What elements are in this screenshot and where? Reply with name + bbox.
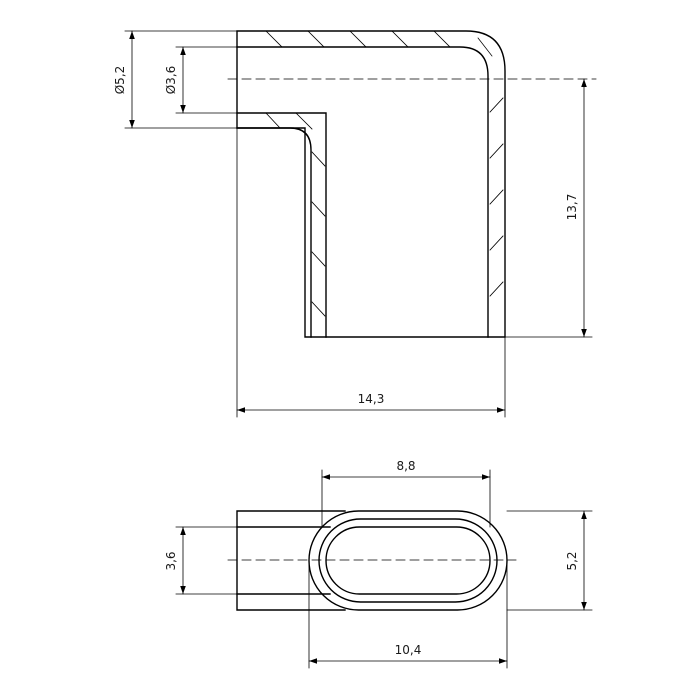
dim-outer-diameter: Ø5,2 (113, 30, 238, 129)
side-view-leg-wall (236, 112, 327, 338)
dim-slot-length: 8,8 (321, 459, 491, 528)
dim-inner-width-label: 3,6 (164, 551, 178, 570)
top-view: 8,8 3,6 5,2 10,4 (164, 459, 593, 669)
dim-length-label: 14,3 (358, 392, 385, 406)
side-view-bore-line (236, 46, 489, 338)
side-view-hatching (265, 30, 504, 317)
side-view-outline (236, 30, 506, 338)
top-view-body (236, 510, 346, 611)
top-view-middle-slot (318, 518, 498, 603)
dim-inner-diameter-label: Ø3,6 (164, 66, 178, 95)
side-view-bend-line (236, 127, 312, 338)
side-view: Ø5,2 Ø3,6 13,7 14,3 (113, 30, 597, 418)
dim-overall-length: 10,4 (308, 559, 508, 669)
top-view-inner-slot (325, 526, 491, 595)
dim-outer-width-label: 5,2 (565, 551, 579, 570)
dim-outer-width: 5,2 (506, 510, 593, 611)
dim-overall-length-label: 10,4 (395, 643, 422, 657)
dim-outer-diameter-label: Ø5,2 (113, 66, 127, 95)
dim-inner-width: 3,6 (164, 526, 321, 595)
dim-slot-length-label: 8,8 (396, 459, 415, 473)
dim-height: 13,7 (504, 78, 593, 338)
dim-inner-diameter: Ø3,6 (164, 46, 238, 114)
dim-height-label: 13,7 (565, 194, 579, 221)
dim-length: 14,3 (236, 127, 506, 418)
